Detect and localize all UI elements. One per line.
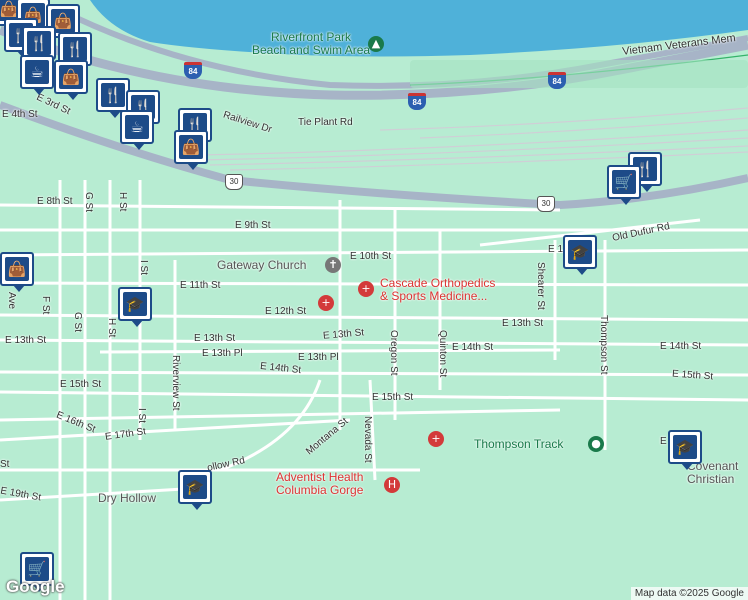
street-label: Nevada St bbox=[362, 416, 373, 463]
street-label: H St bbox=[117, 192, 128, 212]
street-label: E 13th St bbox=[194, 333, 236, 344]
rail-yard bbox=[199, 107, 748, 171]
interstate-shield: 84 bbox=[548, 72, 566, 89]
poi-riverfront-park[interactable]: Riverfront Park Beach and Swim Area bbox=[252, 30, 371, 58]
grocery-cart-icon[interactable]: 🛒 bbox=[20, 552, 54, 592]
street-label: G St bbox=[72, 312, 83, 333]
park-area bbox=[410, 60, 748, 88]
street-label: Thompson St bbox=[598, 315, 609, 375]
school-icon[interactable]: 🎓 bbox=[668, 430, 702, 470]
sports-track-icon[interactable]: ● bbox=[588, 436, 604, 452]
street-label: G St bbox=[83, 192, 94, 213]
google-logo: Google bbox=[6, 577, 65, 596]
poi-adventist-health[interactable]: Adventist Health Columbia Gorge bbox=[276, 470, 364, 498]
park-tree-icon[interactable]: ▲ bbox=[368, 36, 384, 52]
place-label: Dry Hollow bbox=[98, 491, 157, 505]
poi-thompson-track[interactable]: Thompson Track bbox=[474, 437, 564, 451]
school-icon[interactable]: 🎓 bbox=[118, 287, 152, 327]
poi-gateway-church[interactable]: Gateway Church bbox=[217, 258, 307, 272]
street-label: E 12th St bbox=[265, 306, 307, 317]
street-label: H St bbox=[106, 318, 117, 338]
hospital-icon[interactable]: H bbox=[384, 477, 400, 493]
river-water bbox=[90, 0, 748, 57]
street-label: E 11th St bbox=[180, 280, 221, 291]
medical-icon[interactable]: + bbox=[358, 281, 374, 297]
coffee-cup-icon[interactable]: ☕ bbox=[20, 55, 54, 95]
street-label: E 13th Pl bbox=[202, 348, 243, 359]
street-label: E 13th St bbox=[502, 318, 544, 329]
street-label: E 13th St bbox=[5, 335, 47, 346]
school-icon[interactable]: 🎓 bbox=[563, 235, 597, 275]
street-label: E 15th St bbox=[372, 392, 414, 403]
poi-cascade-orthopedics[interactable]: Cascade Orthopedics & Sports Medicine... bbox=[380, 276, 496, 304]
medical-icon[interactable]: + bbox=[428, 431, 444, 447]
restaurant-icon[interactable]: 🍴 bbox=[22, 26, 56, 66]
interstate-shield: 84 bbox=[408, 93, 426, 110]
street-label: Riverview St bbox=[170, 355, 181, 411]
grocery-cart-icon[interactable]: 🛒 bbox=[607, 165, 641, 205]
street-label: E 14th St bbox=[452, 342, 494, 353]
street-label: E 4th St bbox=[2, 109, 38, 120]
street-label: Quinton St bbox=[437, 330, 448, 378]
street-label: E 14th St bbox=[660, 341, 702, 352]
church-icon[interactable]: ✝ bbox=[325, 257, 341, 273]
shopping-bag-icon[interactable]: 👜 bbox=[174, 130, 208, 170]
restaurant-icon[interactable]: 🍴 bbox=[96, 78, 130, 118]
street-label: St bbox=[0, 459, 10, 470]
map-attribution[interactable]: Map data ©2025 Google bbox=[630, 587, 748, 600]
street-label: I St bbox=[136, 408, 147, 424]
street-label: E 10th St bbox=[350, 251, 392, 262]
street-label: Ave bbox=[6, 292, 17, 310]
street-label: Oregon St bbox=[388, 330, 399, 376]
street-label: E 9th St bbox=[235, 220, 271, 231]
street-label: Tie Plant Rd bbox=[298, 117, 353, 128]
medical-icon[interactable]: + bbox=[318, 295, 334, 311]
shopping-bag-icon[interactable]: 👜 bbox=[54, 60, 88, 100]
street-label: E 13th Pl bbox=[298, 352, 339, 363]
street-label: E 1 bbox=[548, 244, 564, 255]
shopping-bag-icon[interactable]: 👜 bbox=[0, 252, 34, 292]
street-label: F St bbox=[40, 296, 51, 315]
street-label: E bbox=[660, 436, 667, 447]
street-label: I St bbox=[138, 260, 149, 276]
us-route-shield: 30 bbox=[225, 174, 243, 190]
school-icon[interactable]: 🎓 bbox=[178, 470, 212, 510]
us-route-shield: 30 bbox=[537, 196, 555, 212]
coffee-cup-icon[interactable]: ☕ bbox=[120, 110, 154, 150]
interstate-shield: 84 bbox=[184, 62, 202, 79]
street-label: Shearer St bbox=[535, 262, 546, 310]
street-label: E 15th St bbox=[60, 379, 102, 390]
street-label: E 8th St bbox=[37, 196, 73, 207]
street-grid bbox=[0, 180, 748, 600]
